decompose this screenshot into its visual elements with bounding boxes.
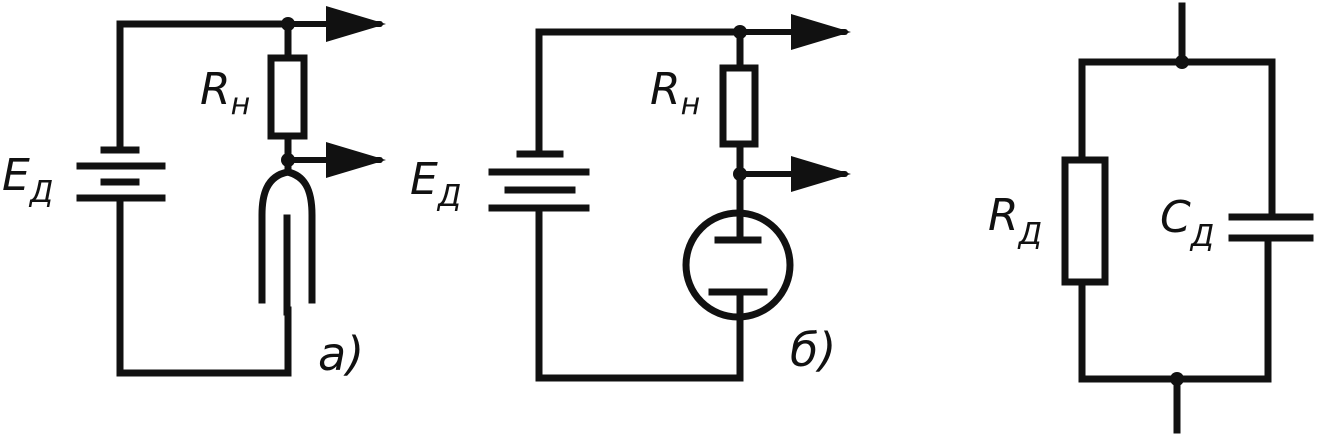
caption-a: a) <box>318 327 364 381</box>
battery-b <box>488 150 590 212</box>
resistor-label: RД <box>988 190 1042 252</box>
wire-b-top <box>535 28 744 158</box>
wire-eq-right-bottom <box>1173 236 1272 383</box>
point-contact-diode-a <box>258 156 316 316</box>
battery-a <box>76 146 166 202</box>
circuit-a: EД Rн a) <box>2 6 386 381</box>
equivalent-circuit: RД CД <box>988 2 1314 434</box>
capacitor-label: CД <box>1160 192 1214 254</box>
wire-a-bottom <box>116 194 292 377</box>
junction-eq-bottom <box>1170 372 1184 386</box>
load-label-b: Rн <box>650 64 700 122</box>
wire-a-top <box>116 20 292 154</box>
junction-eq-top <box>1175 55 1189 69</box>
source-label-a: EД <box>2 150 53 210</box>
caption-b: б) <box>790 323 836 377</box>
circuit-b: EД Rн б) <box>410 14 851 382</box>
wire-eq-right <box>1178 58 1276 221</box>
source-label-b: EД <box>410 154 461 214</box>
load-resistor-b <box>719 64 759 148</box>
resistor-rd <box>1061 156 1109 286</box>
wire-eq-left-bottom <box>1078 278 1181 383</box>
load-resistor-a <box>267 54 308 140</box>
wire-eq-left <box>1078 58 1186 164</box>
load-label-a: Rн <box>200 64 250 122</box>
wire-b-bottom <box>535 204 744 382</box>
capacitor-cd <box>1228 213 1314 242</box>
vacuum-diode-b <box>682 209 794 321</box>
